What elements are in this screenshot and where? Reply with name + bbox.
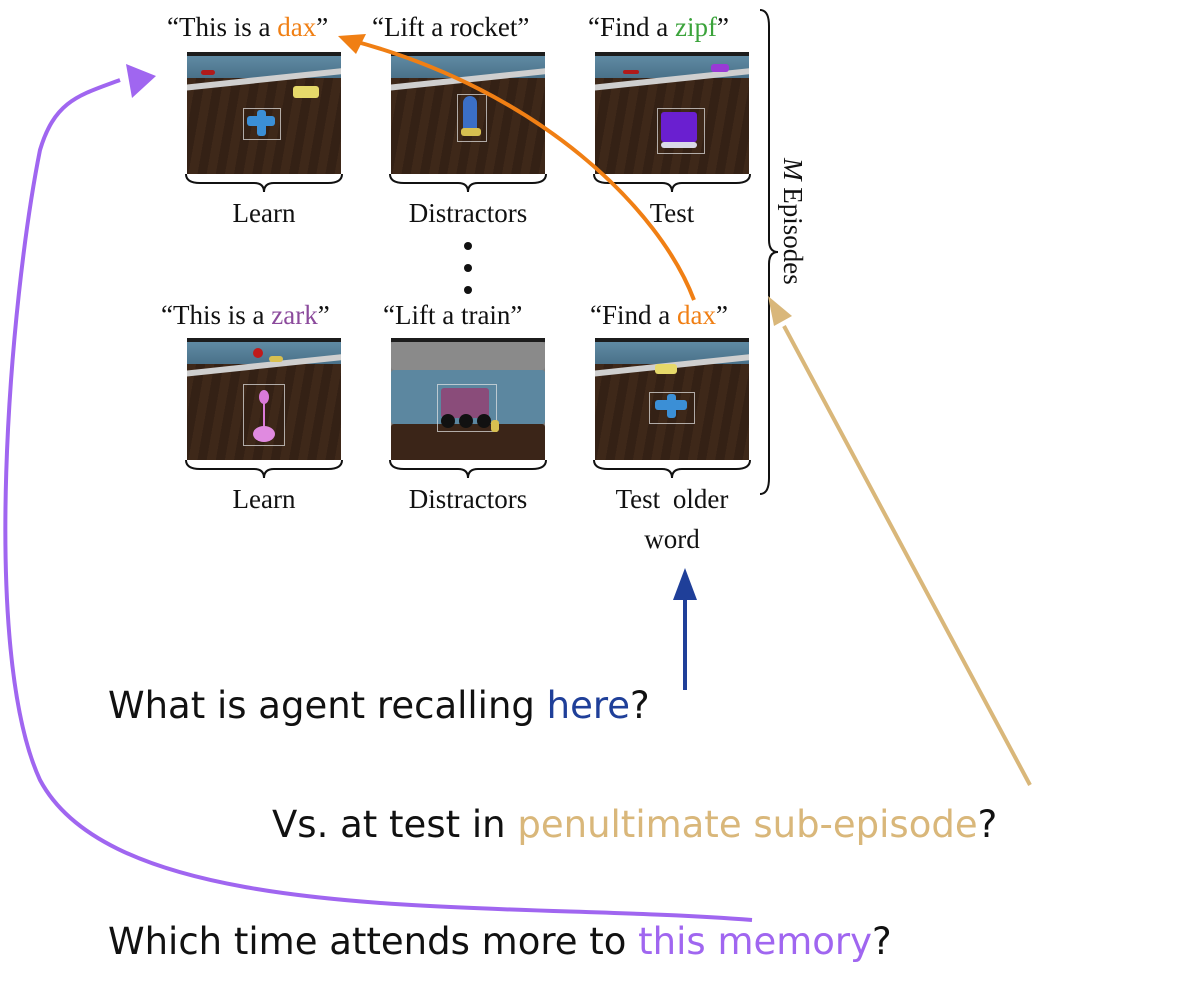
brace-bottom-test xyxy=(593,459,751,479)
label-top-test: Test xyxy=(649,198,695,228)
caption-text: “Find a xyxy=(590,300,677,330)
question-text: Which time attends more to xyxy=(108,920,639,963)
brace-bottom-distractors xyxy=(389,459,547,479)
caption-bottom-test: “Find a dax” xyxy=(590,300,728,331)
tan-arrowhead xyxy=(768,296,792,326)
question-recalling: What is agent recalling here? xyxy=(108,684,650,727)
ellipsis-dot xyxy=(464,264,472,272)
violet-arrowhead xyxy=(126,64,156,98)
brace-episodes xyxy=(759,9,779,495)
brace-top-distractors xyxy=(389,173,547,193)
orange-arrowhead xyxy=(338,34,366,54)
label-bottom-distractors: Distractors xyxy=(408,484,528,514)
highlight-here: here xyxy=(546,684,631,727)
label-bottom-test-line2: word xyxy=(644,524,700,554)
caption-top-learn: “This is a dax” xyxy=(167,12,328,43)
scene-image-bottom-distractors xyxy=(391,338,545,460)
caption-text: ” xyxy=(317,300,330,330)
scene-image-top-test xyxy=(595,52,749,174)
question-text: Vs. at test in xyxy=(272,803,518,846)
caption-text: “This is a xyxy=(167,12,278,42)
question-attends: Which time attends more to this memory? xyxy=(108,920,892,963)
label-top-learn: Learn xyxy=(232,198,296,228)
highlight-this-memory: this memory xyxy=(638,920,873,963)
caption-text: ” xyxy=(715,300,728,330)
ellipsis-dot xyxy=(464,286,472,294)
caption-bottom-distractors: “Lift a train” xyxy=(383,300,522,331)
blue-arrowhead xyxy=(673,568,697,600)
label-top-distractors: Distractors xyxy=(408,198,528,228)
brace-bottom-learn xyxy=(185,459,343,479)
caption-top-distractors: “Lift a rocket” xyxy=(372,12,529,43)
scene-image-bottom-learn xyxy=(187,338,341,460)
caption-text: “Lift a train” xyxy=(383,300,523,330)
brace-top-test xyxy=(593,173,751,193)
question-text: ? xyxy=(630,684,650,727)
scene-image-top-learn xyxy=(187,52,341,174)
caption-text: “Lift a rocket” xyxy=(372,12,530,42)
highlight-penultimate: penultimate sub-episode xyxy=(517,803,978,846)
word-zipf: zipf xyxy=(675,12,717,42)
question-text: ? xyxy=(872,920,892,963)
word-zark: zark xyxy=(271,300,318,330)
scene-image-bottom-test xyxy=(595,338,749,460)
brace-top-learn xyxy=(185,173,343,193)
tan-arrow xyxy=(782,325,1032,786)
word-dax: dax xyxy=(277,12,317,42)
label-bottom-learn: Learn xyxy=(232,484,296,514)
caption-text: ” xyxy=(316,12,329,42)
violet-arrow xyxy=(3,78,753,922)
question-text: ? xyxy=(977,803,998,846)
question-text: What is agent recalling xyxy=(108,684,547,727)
label-bottom-test-line1: Test older xyxy=(615,484,729,514)
question-penultimate: Vs. at test in penultimate sub-episode? xyxy=(272,803,997,846)
caption-text: “This is a xyxy=(161,300,272,330)
orange-arrow xyxy=(349,38,696,301)
word-dax: dax xyxy=(677,300,716,330)
caption-bottom-learn: “This is a zark” xyxy=(161,300,330,331)
caption-top-test: “Find a zipf” xyxy=(588,12,729,43)
ellipsis-dot xyxy=(464,242,472,250)
caption-text: ” xyxy=(716,12,729,42)
caption-text: “Find a xyxy=(588,12,675,42)
